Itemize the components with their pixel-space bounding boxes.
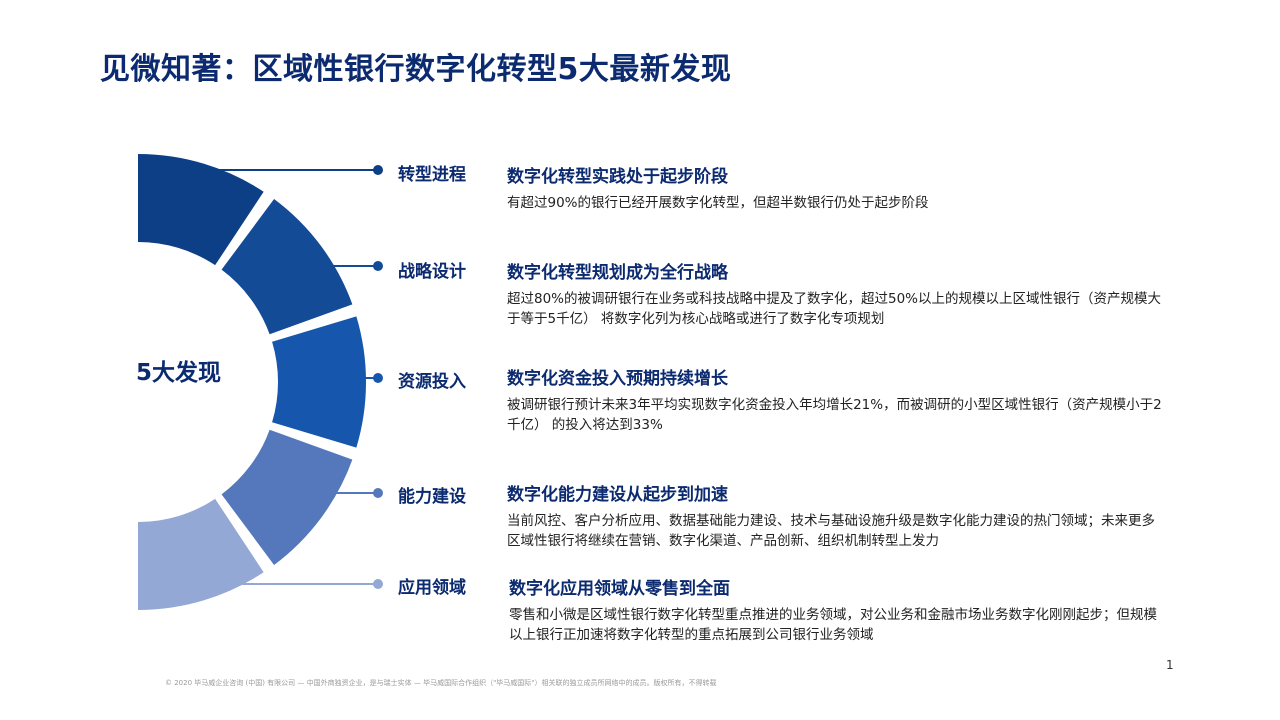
finding-transformation: 数字化转型实践处于起步阶段 有超过90%的银行已经开展数字化转型，但超半数银行仍… <box>507 162 1167 213</box>
ring-segment-application <box>138 498 264 610</box>
ring-segments <box>138 154 366 610</box>
category-label-application: 应用领域 <box>398 578 466 598</box>
ring-segment-transformation <box>138 154 264 266</box>
finding-description: 被调研银行预计未来3年平均实现数字化资金投入年均增长21%，而被调研的小型区域性… <box>507 397 1162 433</box>
finding-heading: 数字化能力建设从起步到加速 <box>507 485 728 505</box>
finding-heading: 数字化应用领域从零售到全面 <box>509 579 730 599</box>
connector-dot-strategy <box>373 261 383 271</box>
ring-segment-strategy <box>221 199 353 335</box>
category-label-capability: 能力建设 <box>398 487 466 507</box>
category-label-investment: 资源投入 <box>398 372 466 392</box>
center-label: 5大发现 <box>136 360 222 386</box>
finding-strategy: 数字化转型规划成为全行战略 超过80%的被调研银行在业务或科技战略中提及了数字化… <box>507 258 1167 329</box>
finding-capability: 数字化能力建设从起步到加速 当前风控、客户分析应用、数据基础能力建设、技术与基础… <box>507 480 1167 551</box>
connector-dot-investment <box>373 373 383 383</box>
category-label-transformation: 转型进程 <box>398 165 466 185</box>
connector-dot-transformation <box>373 165 383 175</box>
finding-description: 有超过90%的银行已经开展数字化转型，但超半数银行仍处于起步阶段 <box>507 195 929 211</box>
finding-heading: 数字化转型实践处于起步阶段 <box>507 167 728 187</box>
connector-dots <box>373 165 383 589</box>
copyright-footer: © 2020 毕马威企业咨询 (中国) 有限公司 — 中国外商独资企业，是与瑞士… <box>165 679 717 687</box>
connector-dot-capability <box>373 488 383 498</box>
ring-segment-investment <box>272 316 366 448</box>
finding-application: 数字化应用领域从零售到全面 零售和小微是区域性银行数字化转型重点推进的业务领域，… <box>509 574 1169 645</box>
category-label-strategy: 战略设计 <box>398 262 466 282</box>
ring-segment-capability <box>221 429 353 565</box>
finding-heading: 数字化资金投入预期持续增长 <box>507 369 728 389</box>
page-number: 1 <box>1166 658 1174 672</box>
finding-heading: 数字化转型规划成为全行战略 <box>507 263 728 283</box>
finding-description: 零售和小微是区域性银行数字化转型重点推进的业务领域，对公业务和金融市场业务数字化… <box>509 607 1157 643</box>
finding-description: 当前风控、客户分析应用、数据基础能力建设、技术与基础设施升级是数字化能力建设的热… <box>507 513 1155 549</box>
connector-dot-application <box>373 579 383 589</box>
page-title: 见微知著：区域性银行数字化转型5大最新发现 <box>100 52 732 87</box>
finding-investment: 数字化资金投入预期持续增长 被调研银行预计未来3年平均实现数字化资金投入年均增长… <box>507 364 1167 435</box>
finding-description: 超过80%的被调研银行在业务或科技战略中提及了数字化，超过50%以上的规模以上区… <box>507 291 1162 327</box>
